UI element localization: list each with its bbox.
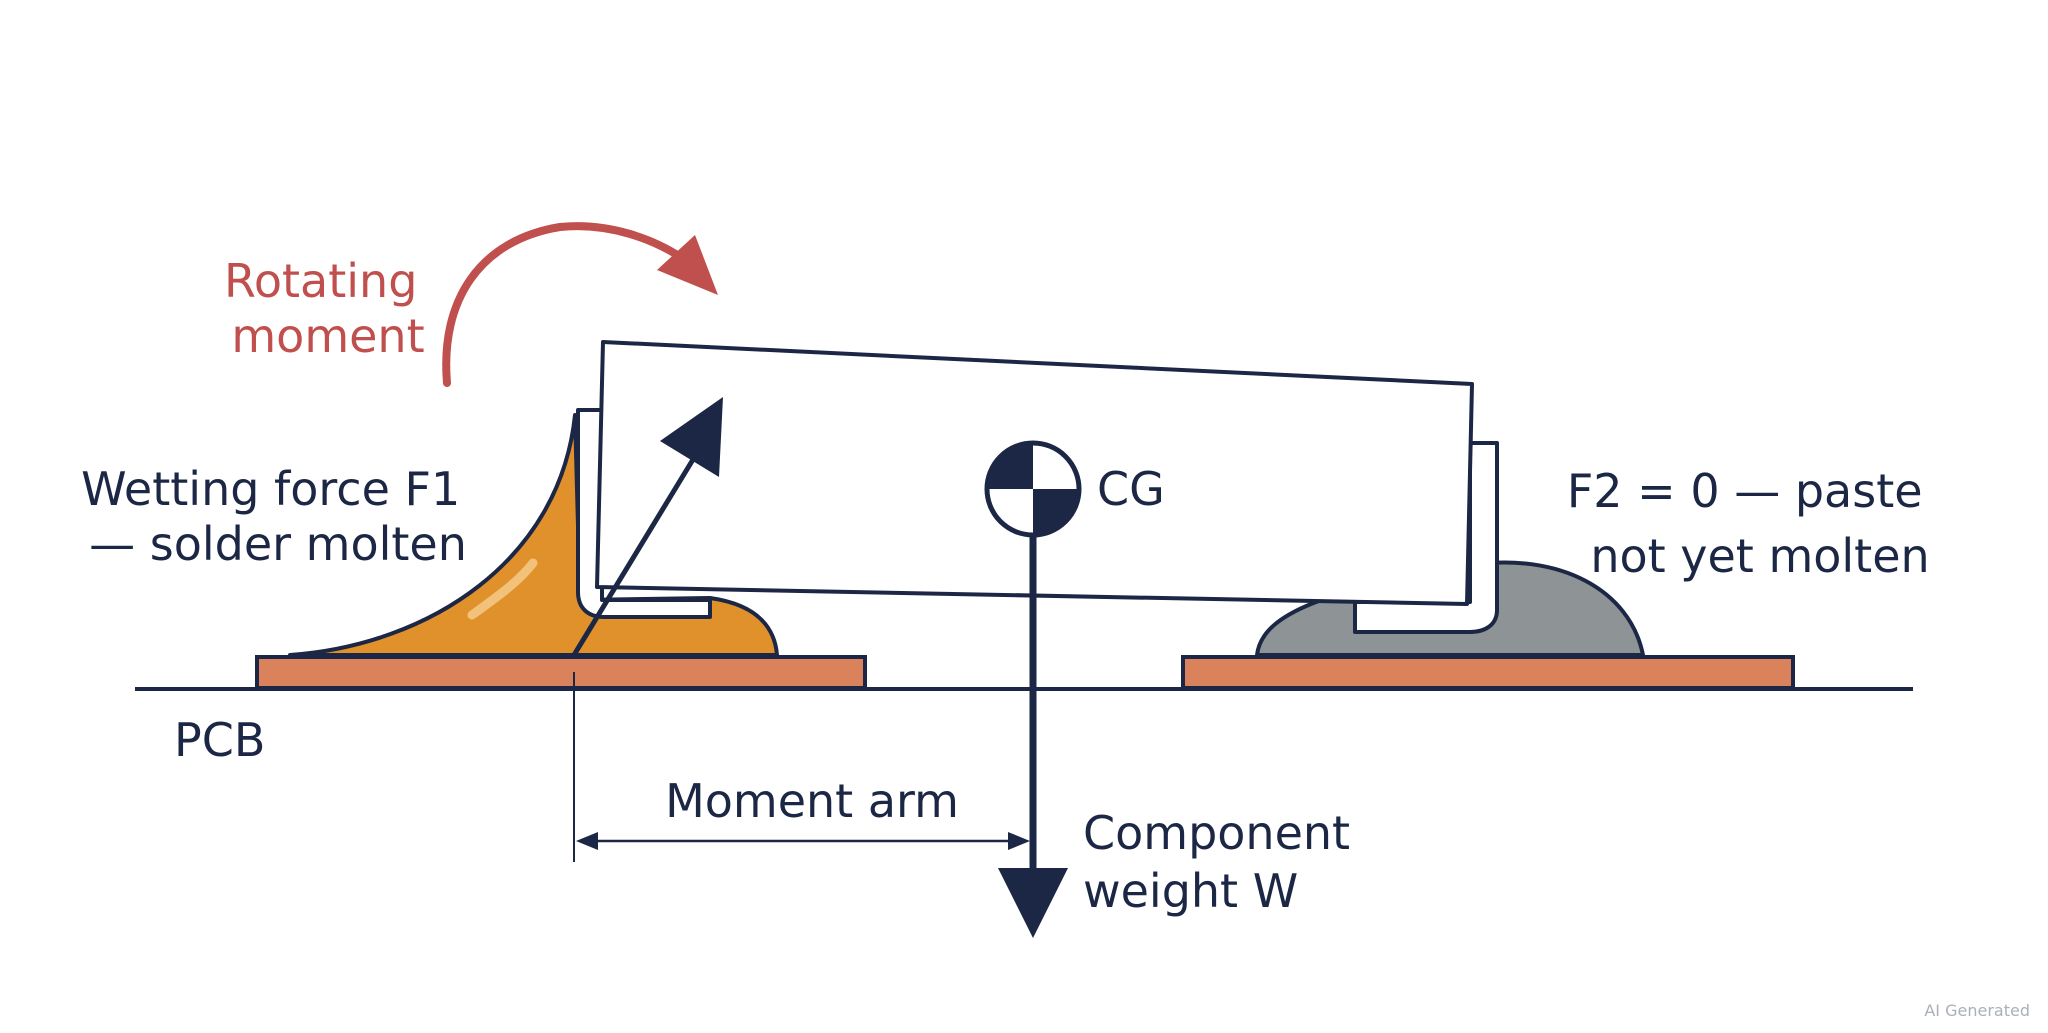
weight-arrowhead <box>998 868 1068 938</box>
rotating-moment-arrowhead <box>657 235 718 295</box>
cg-symbol <box>984 440 1082 538</box>
pcb-label: PCB <box>174 713 265 767</box>
moment-arm-label: Moment arm <box>665 774 959 828</box>
rotating-moment-label: Rotating moment <box>224 254 432 363</box>
ai-generated-watermark: AI Generated <box>1924 1001 2030 1020</box>
rotating-moment-arc <box>442 222 686 387</box>
right-termination <box>1353 441 1499 634</box>
wetting-force-arrow <box>571 446 703 657</box>
moment-arm-right-tick <box>1008 832 1030 850</box>
molten-solder-fillet <box>288 413 779 657</box>
component-weight-label: Component weight W <box>1083 806 1365 918</box>
wetting-force-arrowhead <box>660 397 723 477</box>
f2-label: F2 = 0 — paste not yet molten <box>1567 464 1937 583</box>
cg-label: CG <box>1097 462 1165 516</box>
right-pad <box>1181 655 1795 690</box>
left-pad <box>255 655 867 690</box>
wetting-force-label: Wetting force F1 — solder molten <box>81 462 475 571</box>
solder-highlight <box>467 558 538 620</box>
moment-arm-left-tick <box>576 832 598 850</box>
left-termination <box>576 408 712 619</box>
